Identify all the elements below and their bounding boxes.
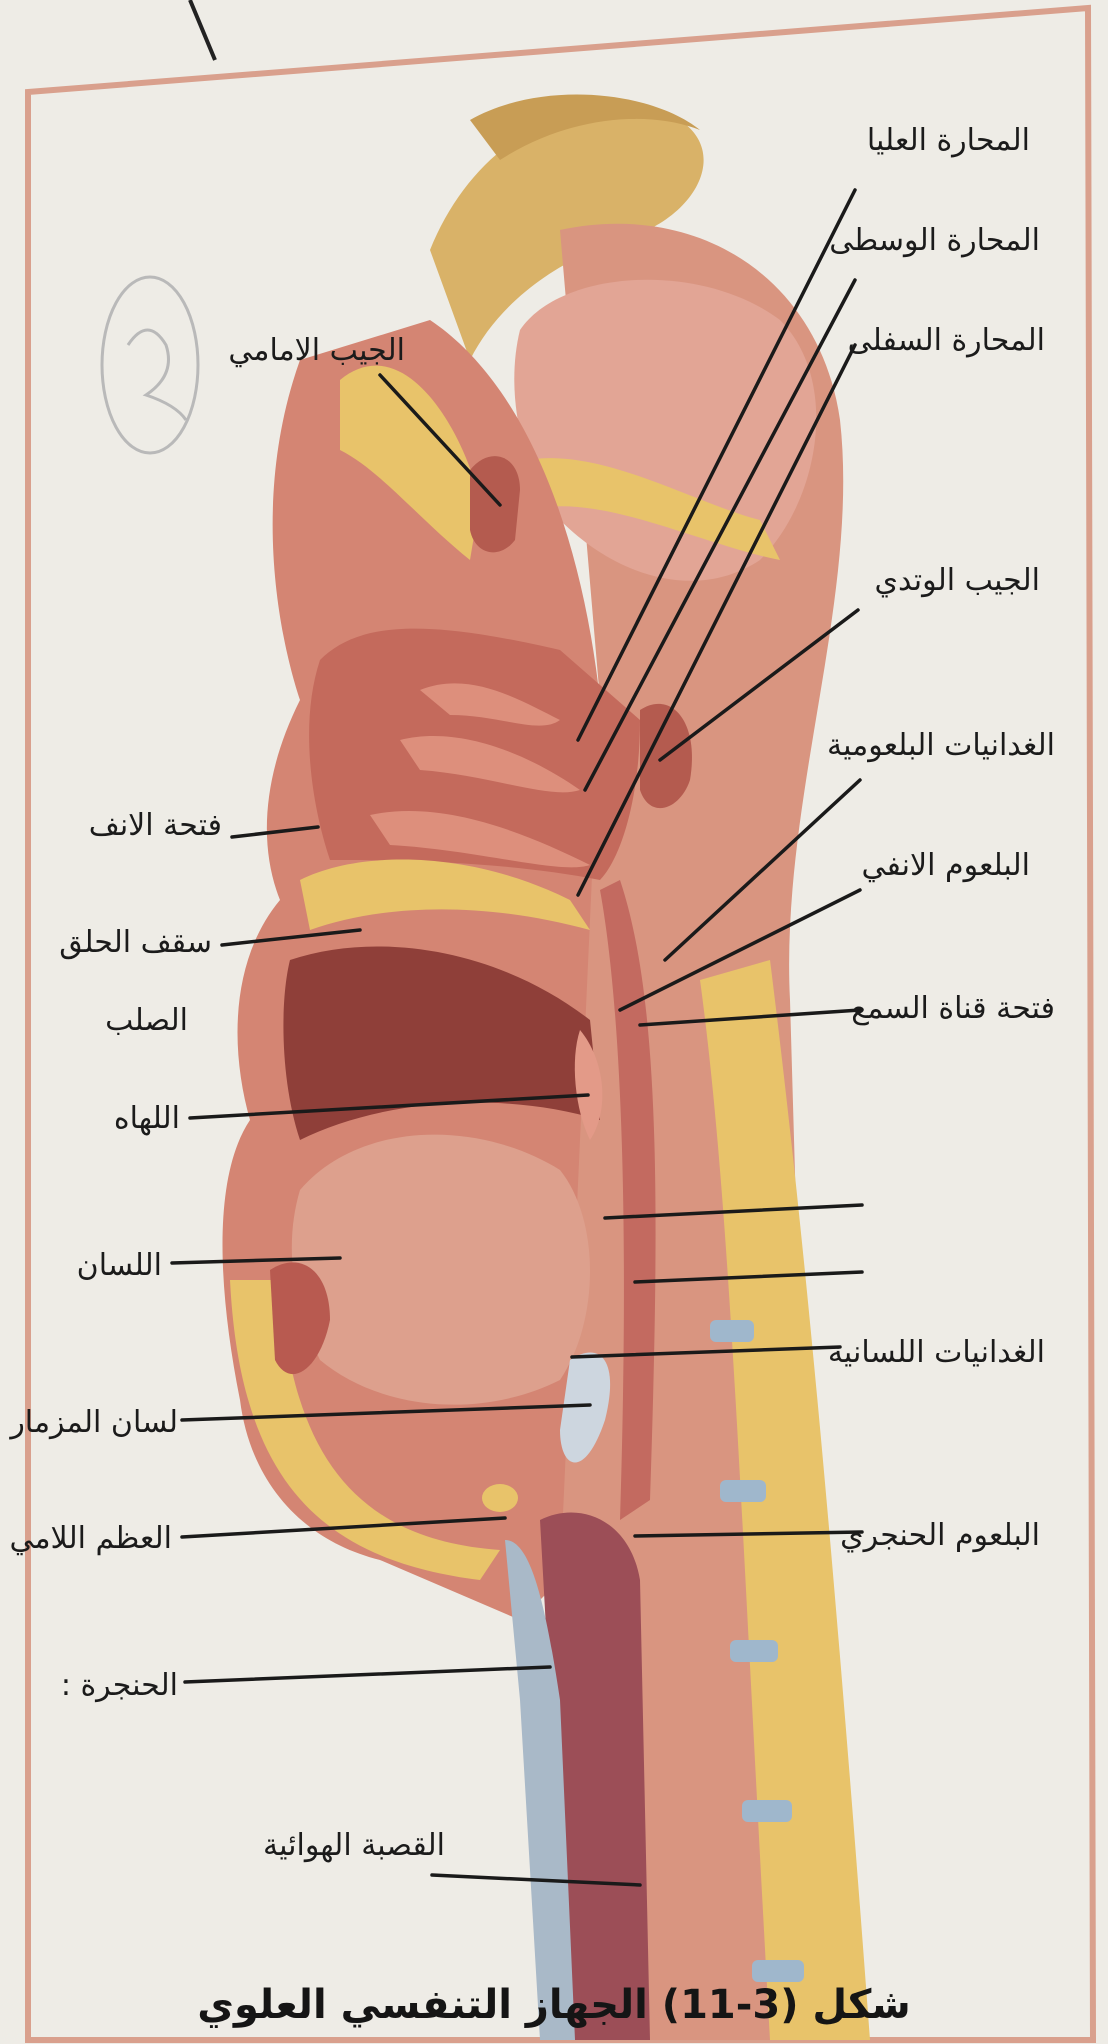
- label-larynx: : الحنجرة: [61, 1668, 178, 1703]
- hyoid-bone-shape: [482, 1484, 518, 1512]
- label-superior-concha: المحارة العليا: [867, 123, 1030, 158]
- figure-caption: شكل (3-11) الجهاز التنفسي العلوي: [197, 1982, 910, 2028]
- label-nasopharynx: البلعوم الانفي: [861, 848, 1030, 883]
- label-pharyngeal-tonsils: الغدانيات البلعومية: [827, 728, 1055, 763]
- label-hard-palate-line1: سقف الحلق: [59, 925, 212, 960]
- label-inferior-concha: المحارة السفلى: [848, 323, 1045, 358]
- label-auditory-tube-opening: فتحة قناة السمع: [851, 991, 1055, 1026]
- frontal-sinus-cavity: [470, 456, 520, 552]
- label-hard-palate-line2: الصلب: [105, 1003, 188, 1038]
- label-middle-concha: المحارة الوسطى: [829, 223, 1040, 258]
- label-sphenoid-sinus: الجيب الوتدي: [875, 563, 1040, 598]
- label-trachea: القصبة الهوائية: [263, 1828, 445, 1863]
- label-nostril: فتحة الانف: [89, 808, 222, 843]
- label-tongue: اللسان: [77, 1248, 162, 1283]
- label-uvula: اللهاه: [114, 1101, 180, 1136]
- label-lingual-tonsils: الغدانيات اللسانية: [828, 1335, 1045, 1370]
- tongue-shape: [292, 1135, 590, 1405]
- label-frontal-sinus: الجيب الامامي: [228, 333, 405, 368]
- label-epiglottis: لسان المزمار: [8, 1405, 178, 1440]
- label-laryngopharynx: البلعوم الحنجري: [840, 1518, 1040, 1553]
- label-hyoid-bone: العظم اللامي: [9, 1521, 172, 1556]
